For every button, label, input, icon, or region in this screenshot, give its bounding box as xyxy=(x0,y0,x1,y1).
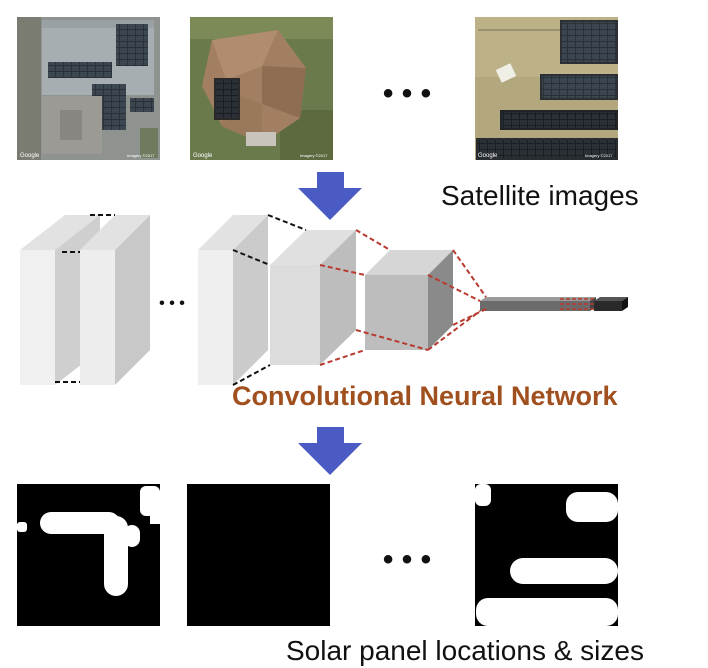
satellite-tile-3: Google Imagery ©2017 xyxy=(475,17,618,160)
solar-mask-2 xyxy=(187,484,330,626)
down-arrow-icon xyxy=(298,172,362,220)
satellite-tile-2: Google Imagery ©2017 xyxy=(190,17,333,160)
solar-mask-1 xyxy=(17,484,160,626)
satellite-watermark-right: Imagery ©2017 xyxy=(127,153,155,158)
solar-output-label: Solar panel locations & sizes xyxy=(286,635,644,666)
layers-ellipsis: • • • xyxy=(159,295,185,312)
satellite-watermark-left: Google xyxy=(20,153,40,159)
satellite-watermark-left: Google xyxy=(478,153,498,159)
solar-mask-3 xyxy=(475,484,618,626)
satellite-watermark-right: Imagery ©2017 xyxy=(585,153,613,158)
cnn-label: Convolutional Neural Network xyxy=(232,381,619,411)
masks-ellipsis: • • • xyxy=(383,543,431,576)
satellite-images-label: Satellite images xyxy=(441,180,639,211)
satellite-watermark-right: Imagery ©2017 xyxy=(300,153,328,158)
cnn-layer-5 xyxy=(365,250,453,350)
down-arrow-icon xyxy=(298,427,362,475)
tiles-ellipsis: • • • xyxy=(383,77,431,110)
cnn-layer-2 xyxy=(80,215,150,385)
cnn-layer-3 xyxy=(198,215,268,385)
satellite-watermark-left: Google xyxy=(193,153,213,159)
cnn-output-layer xyxy=(594,297,628,311)
cnn-layer-4 xyxy=(270,230,356,365)
satellite-tile-1: Google Imagery ©2017 xyxy=(17,17,160,160)
